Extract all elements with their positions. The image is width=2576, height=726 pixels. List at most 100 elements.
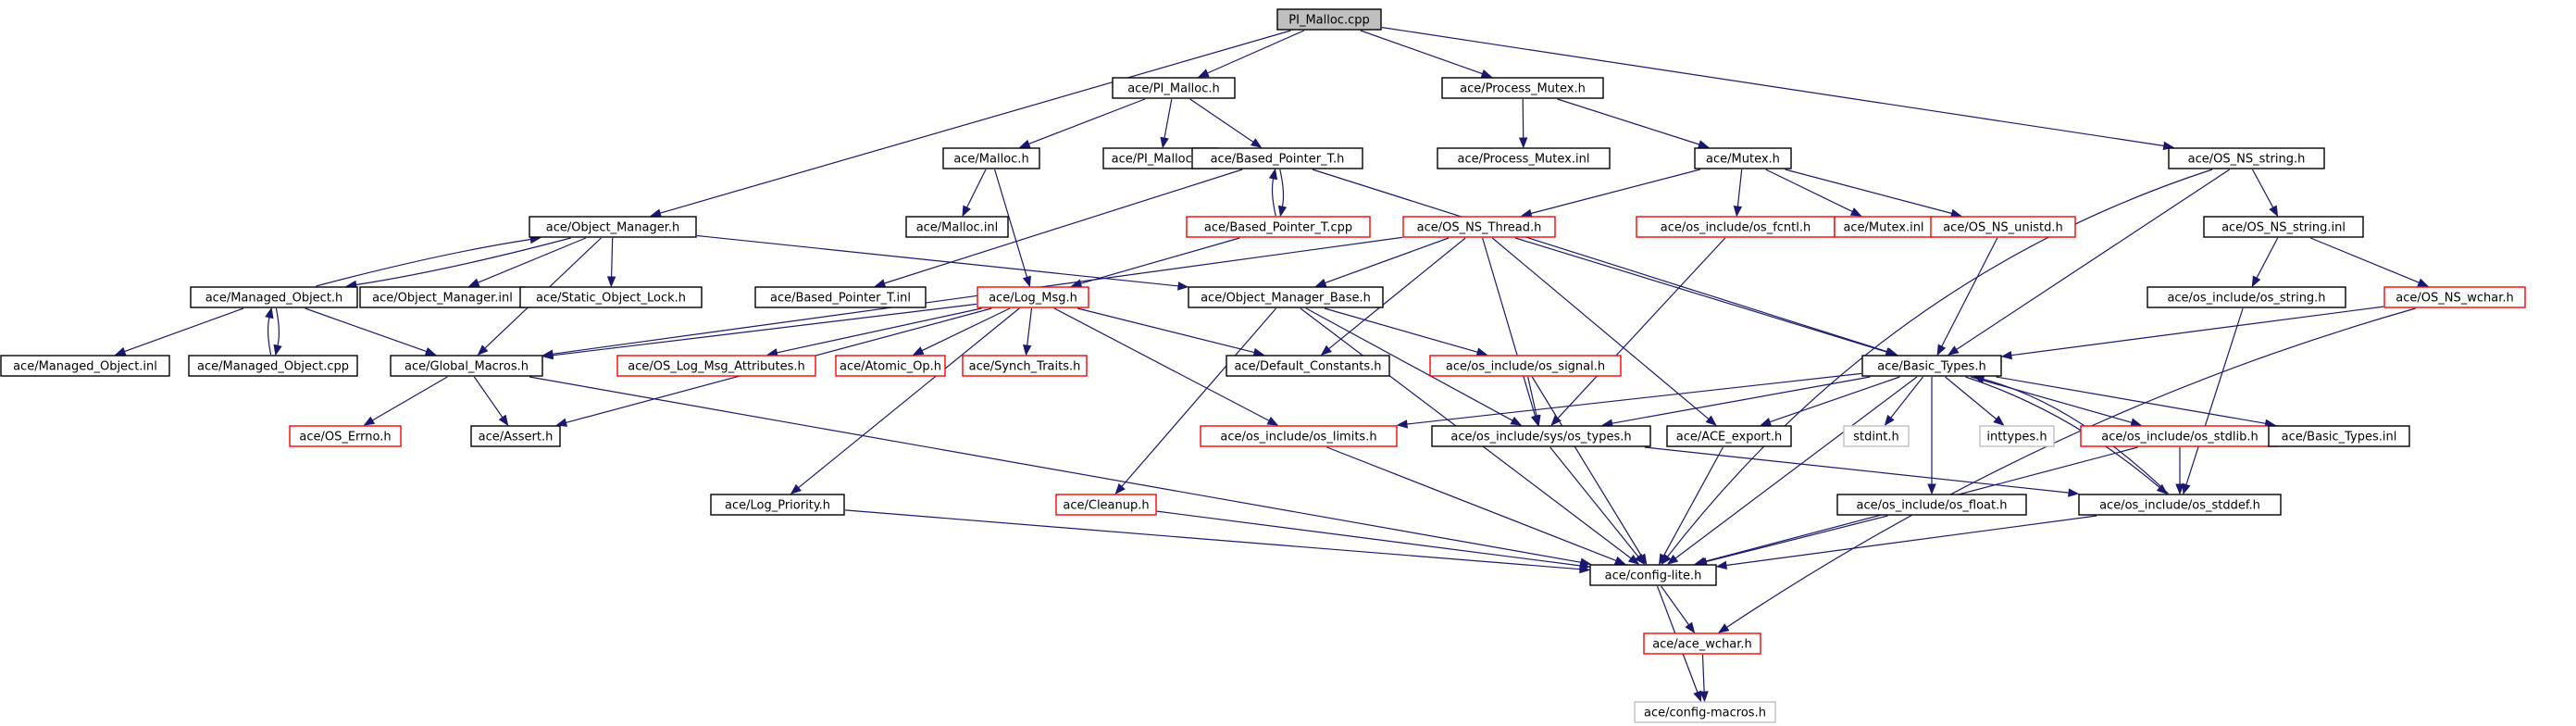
node-os-ns-string-inl[interactable]: ace/OS_NS_string.inl <box>2203 216 2364 238</box>
node-box <box>754 286 927 308</box>
node-os-ns-string-h[interactable]: ace/OS_NS_string.h <box>2168 147 2325 169</box>
edge-cleanup-h-to-config-lite-h <box>1156 510 1591 570</box>
edge-basic-types-h-to-basic-types-inl <box>1996 376 2276 428</box>
edge-arrowhead <box>1177 282 1189 291</box>
node-managed-object-cpp[interactable]: ace/Managed_Object.cpp <box>188 355 358 377</box>
edge-line <box>884 169 1243 284</box>
edge-os-ns-thread-h-to-object-manager-base-h <box>1314 237 1450 287</box>
node-based-pointer-t-inl[interactable]: ace/Based_Pointer_T.inl <box>754 286 927 308</box>
node-managed-object-h[interactable]: ace/Managed_Object.h <box>190 286 358 308</box>
node-mutex-h[interactable]: ace/Mutex.h <box>1694 147 1792 169</box>
node-based-pointer-t-cpp: ace/Based_Pointer_T.cpp <box>1186 216 1371 238</box>
node-pi-malloc-h[interactable]: ace/PI_Malloc.h <box>1112 77 1236 99</box>
node-label: ace/OS_NS_string.inl <box>2221 221 2346 235</box>
node-based-pointer-t-h[interactable]: ace/Based_Pointer_T.h <box>1191 147 1363 169</box>
edge-mutex-h-to-os-fcntl-h <box>1733 169 1743 218</box>
edge-basic-types-h-to-os-float-h <box>1927 377 1936 495</box>
node-box <box>616 355 816 377</box>
edge-arrowhead <box>1160 136 1169 149</box>
edge-arrowhead <box>1532 414 1541 427</box>
node-box <box>2147 286 2346 308</box>
node-process-mutex-inl[interactable]: ace/Process_Mutex.inl <box>1437 147 1611 169</box>
edge-line <box>275 307 280 346</box>
node-managed-object-inl[interactable]: ace/Managed_Object.inl <box>0 355 170 377</box>
node-log-priority-h[interactable]: ace/Log_Priority.h <box>710 494 845 516</box>
node-box <box>1112 77 1236 99</box>
edge-line <box>1701 654 1705 693</box>
node-synch-traits-h: ace/Synch_Traits.h <box>962 355 1088 377</box>
node-box <box>1666 425 1792 447</box>
edge-line <box>777 307 982 354</box>
node-malloc-inl[interactable]: ace/Malloc.inl <box>905 216 1009 238</box>
node-box <box>962 355 1088 377</box>
node-atomic-op-h: ace/Atomic_Op.h <box>835 355 946 377</box>
node-label: ace/OS_NS_unistd.h <box>1943 221 2063 235</box>
node-sys-os-types-h[interactable]: ace/os_include/sys/os_types.h <box>1431 425 1651 447</box>
edge-arrowhead <box>1685 621 1696 634</box>
edge-malloc-h-to-log-msg-h <box>994 169 1031 288</box>
node-pi-malloc-inl[interactable]: ace/PI_Malloc.inl <box>1102 147 1219 169</box>
edge-line <box>1491 237 1710 420</box>
node-label: ace/Based_Pointer_T.h <box>1211 153 1345 167</box>
edge-line <box>1674 376 1918 559</box>
node-label: ace/ace_wchar.h <box>1652 638 1752 652</box>
node-os-float-h[interactable]: ace/os_include/os_float.h <box>1836 494 2027 516</box>
node-config-lite-h[interactable]: ace/config-lite.h <box>1589 564 1717 586</box>
node-os-ns-unistd-h: ace/OS_NS_unistd.h <box>1930 216 2076 238</box>
node-box <box>1191 147 1363 169</box>
node-label: ace/os_include/os_fcntl.h <box>1661 221 1811 235</box>
edge-line <box>552 236 1403 355</box>
node-default-constants-h[interactable]: ace/Default_Constants.h <box>1226 355 1390 377</box>
node-box <box>1188 286 1384 308</box>
node-label: ace/Default_Constants.h <box>1234 360 1381 374</box>
node-box <box>1589 564 1717 586</box>
edge-arrowhead <box>1268 168 1278 181</box>
edge-os-ns-thread-h-to-sys-os-types-h <box>1482 237 1539 427</box>
node-label: PI_Malloc.cpp <box>1288 14 1369 28</box>
node-box <box>977 286 1089 308</box>
node-static-object-lock-h[interactable]: ace/Static_Object_Lock.h <box>519 286 703 308</box>
node-basic-types-inl[interactable]: ace/Basic_Types.inl <box>2268 425 2410 447</box>
edge-mutex-h-to-mutex-inl <box>1765 169 1862 217</box>
node-object-manager-h[interactable]: ace/Object_Manager.h <box>529 216 697 238</box>
node-global-macros-h[interactable]: ace/Global_Macros.h <box>390 355 543 377</box>
edge-line <box>1360 30 1483 75</box>
edge-arrowhead <box>1849 207 1862 217</box>
edge-os-float-h-to-config-lite-h <box>1696 515 1888 566</box>
node-os-log-msg-attributes-h: ace/OS_Log_Msg_Attributes.h <box>616 355 816 377</box>
edge-sys-os-types-h-to-config-lite-h <box>1549 446 1646 566</box>
edge-arrowhead <box>2251 275 2261 288</box>
node-process-mutex-h[interactable]: ace/Process_Mutex.h <box>1441 77 1604 99</box>
edge-arrowhead <box>1266 416 1279 426</box>
node-ace-export-h[interactable]: ace/ACE_export.h <box>1666 425 1792 447</box>
node-assert-h[interactable]: ace/Assert.h <box>470 425 561 447</box>
edge-object-manager-h-to-object-manager-base-h <box>696 234 1189 291</box>
edge-line <box>1527 376 1537 417</box>
edge-line <box>1890 376 1923 419</box>
edge-basic-types-h-to-inttypes-h <box>1945 376 2005 426</box>
node-object-manager-base-h[interactable]: ace/Object_Manager_Base.h <box>1188 286 1384 308</box>
edge-os-ns-string-inl-to-os-ns-wchar-h <box>2309 237 2430 287</box>
edge-line <box>1612 376 1871 424</box>
node-label: ace/os_include/sys/os_types.h <box>1450 431 1631 444</box>
edge-arrowhead <box>1510 416 1523 426</box>
node-box <box>1186 216 1371 238</box>
edge-os-ns-wchar-h-to-basic-types-h <box>2000 306 2384 360</box>
node-label: ace/Log_Priority.h <box>725 499 830 513</box>
edge-line <box>1667 169 2213 557</box>
node-label: ace/Process_Mutex.h <box>1460 82 1586 96</box>
node-os-fcntl-h: ace/os_include/os_fcntl.h <box>1636 216 1836 238</box>
node-box <box>1402 216 1556 238</box>
node-os-stddef-h[interactable]: ace/os_include/os_stddef.h <box>2078 494 2282 516</box>
node-box <box>1226 355 1390 377</box>
node-label: ace/Managed_Object.cpp <box>197 360 349 374</box>
node-label: ace/PI_Malloc.inl <box>1112 153 1211 167</box>
node-os-string-h[interactable]: ace/os_include/os_string.h <box>2147 286 2346 308</box>
edge-arrowhead <box>1948 345 1960 356</box>
node-basic-types-h[interactable]: ace/Basic_Types.h <box>1861 355 2002 377</box>
edge-line <box>2010 306 2384 357</box>
node-object-manager-inl[interactable]: ace/Object_Manager.inl <box>359 286 526 308</box>
edge-pi-malloc-h-to-based-pointer-t-h <box>1189 98 1263 148</box>
edge-arrowhead <box>1023 344 1032 357</box>
node-malloc-h[interactable]: ace/Malloc.h <box>942 147 1040 169</box>
